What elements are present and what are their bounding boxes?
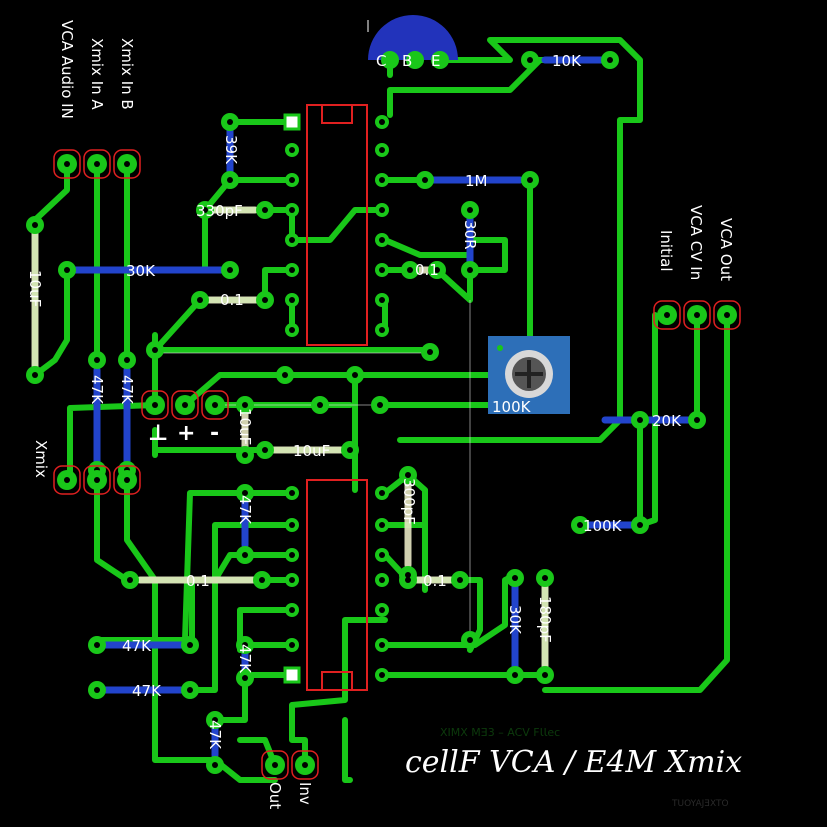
label-out: Out <box>266 782 284 809</box>
label-47k-g: 47K <box>206 720 224 750</box>
label-47k-e: 47K <box>132 682 162 700</box>
component-labels: 10K 39K 330pF 1M 30R 30K 0.1 0.1 10uF 47… <box>26 52 682 750</box>
label-30r: 30R <box>461 220 479 250</box>
ground-symbol: ⊥ <box>148 421 168 446</box>
trimpot <box>488 336 570 414</box>
label-0-1-a: 0.1 <box>220 291 244 309</box>
label-vca-audio-in: VCA Audio IN <box>58 20 76 119</box>
label-180pf: 180pF <box>536 596 554 643</box>
plus-symbol: + <box>177 421 195 446</box>
ghost-mirrored-text: XIMX MƎ3 – ACV FƖƖec <box>440 726 560 739</box>
label-0-1-d: 0.1 <box>423 572 447 590</box>
minus-symbol: - <box>210 421 219 446</box>
label-39k: 39K <box>222 135 240 165</box>
label-inv: Inv <box>296 782 314 805</box>
transistor-pin-c: C <box>376 52 386 70</box>
label-30k-top: 30K <box>126 262 156 280</box>
transistor: C B E <box>367 15 458 70</box>
capacitor-bodies <box>31 206 549 674</box>
label-10uf-left: 10uF <box>26 270 44 307</box>
label-xmix-in-b: Xmix In B <box>118 38 136 110</box>
transistor-pin-e: E <box>431 52 440 70</box>
component-pad-holes <box>32 57 700 768</box>
label-47k-b: 47K <box>118 375 136 405</box>
board-title: cellF VCA / E4M Xmix <box>405 745 742 780</box>
label-0-1-b: 0.1 <box>415 261 439 279</box>
ghost-small-text: TUOYAJƎXTO <box>671 799 729 809</box>
label-xmix-in-a: Xmix In A <box>88 38 106 110</box>
ic-outlines <box>306 104 368 691</box>
label-trimpot-100k: 100K <box>492 398 532 416</box>
label-47k-a: 47K <box>88 375 106 405</box>
label-10uf-a: 10uF <box>236 408 254 445</box>
label-vca-cv-in: VCA CV In <box>687 205 705 280</box>
label-30k-bottom: 30K <box>506 605 524 635</box>
label-10k: 10K <box>552 52 582 70</box>
ic-pads <box>283 113 389 684</box>
label-47k-d: 47K <box>122 637 152 655</box>
label-100k: 100K <box>583 517 623 535</box>
pad-holes <box>289 119 385 678</box>
power-symbols: ⊥ + - <box>148 421 219 446</box>
label-300pf: 300pF <box>400 478 418 525</box>
connector-labels: VCA Audio IN Xmix In A Xmix In B Xmix In… <box>32 20 735 809</box>
label-47k-c: 47K <box>236 495 254 525</box>
label-1m: 1M <box>465 172 488 190</box>
label-330pf: 330pF <box>196 202 243 220</box>
connector-headers <box>53 149 741 780</box>
label-0-1-c: 0.1 <box>186 572 210 590</box>
label-xmix: Xmix <box>32 440 50 478</box>
label-20k: 20K <box>652 412 682 430</box>
transistor-pin-b: B <box>402 52 412 70</box>
label-vca-out: VCA Out <box>717 218 735 281</box>
label-initial: Initial <box>657 230 675 272</box>
label-47k-f: 47K <box>236 644 254 674</box>
label-10uf-b: 10uF <box>293 442 330 460</box>
